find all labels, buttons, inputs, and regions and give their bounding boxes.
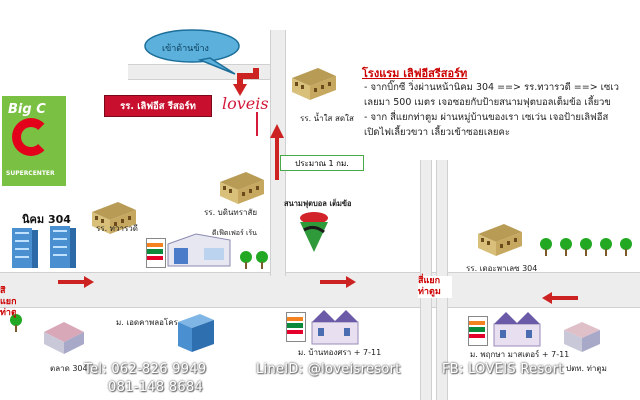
hotel-bussarakham-label: รร. บดินทราสัย: [204, 208, 258, 217]
seven-eleven-sign-2: [286, 312, 306, 342]
village-1-icon: [311, 310, 359, 345]
junction-label-right-text: สี่แยกท่าตูม: [418, 276, 441, 297]
village-2-icon: [493, 312, 541, 347]
junction-label-left-text: สี่แยกท่าตูม: [0, 286, 16, 318]
seven-eleven-sign-1: [146, 238, 166, 268]
bigc-c-mark: [12, 118, 50, 156]
office-label: ม. เอดคาพลอโคร: [116, 318, 178, 327]
tree-icon: [240, 251, 252, 269]
hotel-namsai-label: รร. น้ำใส สดใส: [300, 114, 354, 123]
contact-facebook: FB: LOVEIS Resort: [442, 362, 564, 377]
bigc-tagline: SUPERCENTER: [6, 170, 55, 177]
contact-tel-1: Tel: 062-826 9949: [84, 362, 207, 377]
turn-in-arrow: [233, 68, 259, 96]
tree-icon: [540, 238, 552, 256]
tree-icon: [620, 238, 632, 256]
loveis-logo: loveis: [222, 94, 269, 113]
bigc-letters: Big C: [8, 102, 46, 117]
futsal-label: สนามฟุตบอล เต็มข้อ: [284, 199, 352, 208]
tree-icon: [580, 238, 592, 256]
hotel-namsai-icon: [292, 68, 336, 100]
directions-line-3: - จาก สี่แยกท่าตูม ผ่านหมู่บ้านของเรา เซ…: [364, 112, 609, 123]
tree-icon: [256, 251, 268, 269]
junction-label-left: สี่แยกท่าตูม: [0, 286, 16, 319]
entrance-callout-text: เข้าด้านข้าง: [162, 44, 209, 54]
entrance-callout: [144, 29, 240, 75]
hotel-duepalace-label: รร. เดอะพาเลซ 304: [466, 264, 538, 273]
loveis-logo-text: loveis: [222, 94, 269, 113]
hotel-thawarawadee-label: รร. ทวารวดี: [96, 224, 138, 233]
contact-tel-2: 081-148 8684: [108, 380, 204, 395]
road-arrow-left: [542, 292, 578, 304]
loveis-resort-sign-text: รร. เลิฟอีส รีสอร์ท: [120, 100, 196, 112]
up-direction-arrow: [270, 124, 284, 180]
village-1-label: ม. บ้านทองศรา + 7-11: [298, 348, 382, 357]
nikhom-towers-icon: [12, 226, 76, 268]
road-arrow-right-2: [320, 276, 356, 288]
main-highway: [0, 272, 640, 308]
directions-line-2: เลยมา 500 เมตร เจอซอยกับป้ายสนามฟุตบอลเต…: [364, 97, 611, 108]
tree-icon: [10, 314, 22, 332]
market-label: ตลาด 304: [50, 364, 88, 373]
seven-eleven-sign-3: [468, 316, 488, 346]
junction-label-right: สี่แยกท่าตูม: [418, 276, 452, 298]
loveis-resort-sign: รร. เลิฟอีส รีสอร์ท: [104, 95, 212, 117]
factory-icon: [167, 233, 231, 267]
directions-line-1: - จากบิ๊กซี วิ่งผ่านหน้านิคม 304 ==> รร.…: [364, 82, 619, 93]
football-field-logo-icon: [300, 212, 328, 252]
logo-underline: [256, 112, 258, 136]
gas-station-label: ปตท. ท่าตูม: [566, 364, 607, 373]
hotel-thawarawadee-icon: [92, 202, 136, 234]
contact-line-id: LineID: @loveisresort: [256, 362, 401, 377]
hotel-duepalace-icon: [478, 224, 522, 256]
distance-sign: ประมาณ 1 กม.: [280, 155, 364, 171]
directions-title: โรงแรม เลิฟอีสรีสอร์ท: [362, 67, 468, 80]
directions-line-4: เปิดไฟเลี้ยวขวา เลี้ยวเข้าซอยเลยคะ: [364, 127, 510, 138]
village-2-label: ม. พฤกษา มาสเตอร์ + 7-11: [470, 350, 570, 359]
office-building-icon: [178, 314, 214, 352]
market-icon: [44, 322, 84, 354]
tree-icon: [600, 238, 612, 256]
bigc-logo: Big C SUPERCENTER: [2, 96, 66, 186]
hotel-bussarakham-icon: [220, 172, 264, 204]
distance-sign-text: ประมาณ 1 กม.: [295, 158, 349, 168]
gas-station-icon: [564, 322, 600, 352]
factory-label: ดีเฟ๊ตเฟอร์ เร้น: [212, 229, 257, 237]
tree-icon: [560, 238, 572, 256]
road-arrow-right-1: [58, 276, 94, 288]
nikhom-label: นิคม 304: [22, 213, 71, 226]
